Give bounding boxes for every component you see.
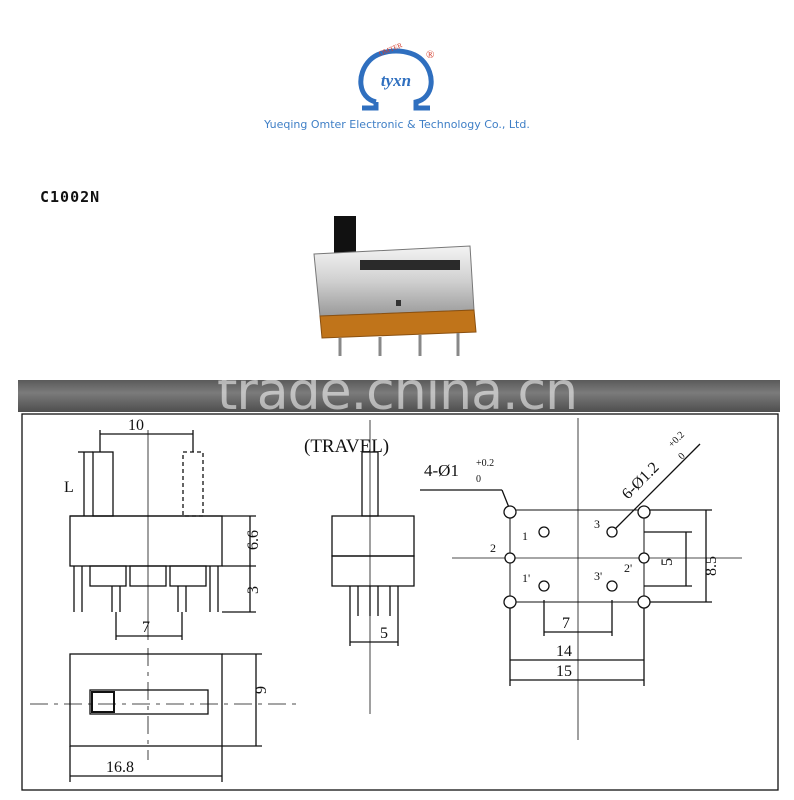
slider-slot (360, 260, 460, 270)
company-name: Yueqing Omter Electronic & Technology Co… (264, 118, 530, 131)
pcb-layout (420, 418, 742, 740)
dim-pcb-8-5: 8.5 (703, 556, 720, 576)
pin-hole (606, 580, 618, 592)
hole-small-callout: 6-Ø1.2 (619, 459, 663, 503)
dim-l: L (64, 479, 74, 496)
mount-hole (503, 595, 517, 609)
dim-pcb-7: 7 (562, 615, 570, 632)
pin-label-1p: 1' (522, 571, 530, 585)
dim-travel: 10 (128, 417, 144, 434)
pin-label-1: 1 (522, 529, 528, 543)
hole-small-tol-lower: 0 (676, 451, 687, 462)
pin-hole (606, 526, 618, 538)
drawing-frame (21, 413, 779, 791)
dim-pin-pitch-side: 5 (380, 625, 388, 642)
pcb-holes (503, 505, 651, 609)
dim-top-width: 9 (253, 686, 270, 694)
dim-pcb-14: 14 (556, 643, 572, 660)
mount-hole (637, 505, 651, 519)
pin-hole (504, 552, 516, 564)
dim-pcb-5: 5 (659, 558, 676, 566)
mount-hole (637, 595, 651, 609)
hole-large-tol-upper: +0.2 (476, 458, 494, 469)
dim-pin-pitch-front: 7 (142, 619, 150, 636)
plastic-base (319, 309, 477, 339)
pin-hole (538, 526, 550, 538)
company-logo: tyxn OMTER ® (358, 41, 434, 111)
pin-hole (538, 580, 550, 592)
top-view (30, 648, 300, 782)
side-view (331, 420, 415, 714)
travel-label: (TRAVEL) (304, 436, 389, 457)
pin-label-3p: 3' (594, 569, 602, 583)
shell-notch (396, 300, 401, 306)
hole-small-tol-upper: +0.2 (666, 430, 687, 451)
section-banner (18, 380, 780, 412)
dim-pin-length: 3 (245, 586, 262, 594)
pin-label-2: 2 (490, 541, 496, 555)
dim-body-height: 6.6 (245, 530, 262, 550)
logo-main-text: tyxn (381, 71, 411, 90)
mount-hole (503, 505, 517, 519)
model-number: C1002N (40, 188, 101, 206)
registered-mark: ® (426, 49, 434, 61)
pin-label-3: 3 (594, 517, 600, 531)
dim-pcb-15: 15 (556, 663, 572, 680)
hole-large-tol-lower: 0 (476, 474, 481, 485)
watermark: trade.china.cn (216, 362, 578, 422)
product-photo (313, 216, 477, 356)
pin-label-2p: 2' (624, 561, 632, 575)
dim-top-length: 16.8 (106, 759, 134, 776)
pin-hole (638, 552, 650, 564)
omega-logo-icon (358, 48, 434, 111)
hole-large-callout: 4-Ø1 (424, 461, 459, 480)
front-view (69, 430, 256, 640)
